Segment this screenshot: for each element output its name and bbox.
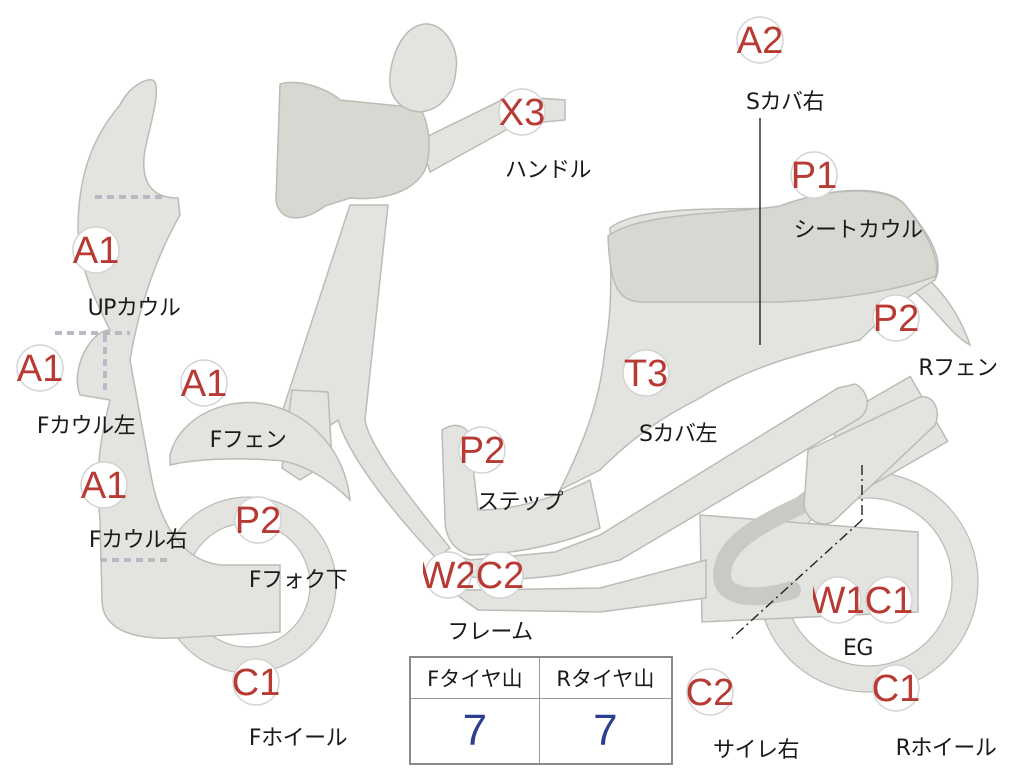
tire-tread-table: Fタイヤ山 Rタイヤ山 7 7 xyxy=(409,656,673,765)
part-code-badge: C2 xyxy=(475,550,525,600)
svg-text:P2: P2 xyxy=(873,298,919,340)
part-label: Fホイール xyxy=(248,726,348,751)
front-fender-shape xyxy=(169,401,351,503)
svg-text:A1: A1 xyxy=(73,230,119,272)
part-code-badge: A2 xyxy=(735,15,785,65)
front-cowl-shape xyxy=(76,79,281,639)
part-label: フレーム xyxy=(447,620,533,645)
svg-text:A1: A1 xyxy=(17,348,63,390)
part-code-badge: P2 xyxy=(871,293,921,343)
part-label: Fカウル左 xyxy=(36,414,136,439)
part-code-badge: P2 xyxy=(233,495,283,545)
svg-text:T3: T3 xyxy=(624,353,668,395)
part-code-badge: P1 xyxy=(789,150,839,200)
part-label: Rフェン xyxy=(918,356,998,381)
part-label: EG xyxy=(843,636,873,661)
svg-text:C2: C2 xyxy=(686,672,735,714)
part-label: ハンドル xyxy=(504,158,592,183)
steering-column-shape xyxy=(267,204,452,559)
part-label: Fカウル右 xyxy=(88,528,188,553)
silencer-leader xyxy=(729,519,863,641)
svg-text:W1: W1 xyxy=(813,580,863,622)
part-code-badge: A1 xyxy=(71,225,121,275)
front-tire-value: 7 xyxy=(409,698,540,765)
front-tire-header: Fタイヤ山 xyxy=(409,656,540,699)
svg-text:A2: A2 xyxy=(737,20,783,62)
part-code-badge: C1 xyxy=(871,663,921,713)
rear-tire-value: 7 xyxy=(538,698,673,765)
seat-shape xyxy=(607,190,938,303)
part-label: Sカバ右 xyxy=(746,90,824,115)
headlight-body-shape xyxy=(275,81,430,219)
part-label: Rホイール xyxy=(895,736,997,761)
svg-text:P2: P2 xyxy=(235,500,281,542)
part-code-badge: A1 xyxy=(15,343,65,393)
svg-text:C1: C1 xyxy=(232,662,281,704)
part-label: サイレ右 xyxy=(712,738,800,763)
part-code-badge: A1 xyxy=(179,358,229,408)
part-label: シートカウル xyxy=(793,218,923,243)
part-code-badge: T3 xyxy=(621,348,671,398)
svg-text:W2: W2 xyxy=(423,555,473,597)
svg-text:A1: A1 xyxy=(181,363,227,405)
svg-text:P2: P2 xyxy=(459,430,505,472)
svg-text:C2: C2 xyxy=(476,555,525,597)
svg-text:A1: A1 xyxy=(81,465,127,507)
part-code-badge: C2 xyxy=(685,667,735,717)
exhaust-pipe-shape xyxy=(712,491,821,606)
part-code-badge: C1 xyxy=(231,657,281,707)
part-code-badge: P2 xyxy=(457,425,507,475)
part-code-badge: X3 xyxy=(497,87,547,137)
part-label: Sカバ左 xyxy=(639,422,717,447)
part-code-badge: W2 xyxy=(420,550,477,600)
part-code-badge: C1 xyxy=(864,575,914,625)
svg-text:X3: X3 xyxy=(499,92,545,134)
muffler-shape xyxy=(803,396,939,525)
part-label: UPカウル xyxy=(87,296,181,321)
svg-text:P1: P1 xyxy=(791,155,837,197)
svg-text:C1: C1 xyxy=(872,668,921,710)
rear-tire-header: Rタイヤ山 xyxy=(538,656,673,699)
part-code-badge: W1 xyxy=(810,575,867,625)
part-label: Fフォク下 xyxy=(248,568,348,593)
mirror-shape xyxy=(389,23,458,113)
part-code-badge: A1 xyxy=(79,460,129,510)
part-label: ステップ xyxy=(476,490,564,515)
svg-text:C1: C1 xyxy=(865,580,914,622)
part-label: Fフェン xyxy=(209,428,287,453)
